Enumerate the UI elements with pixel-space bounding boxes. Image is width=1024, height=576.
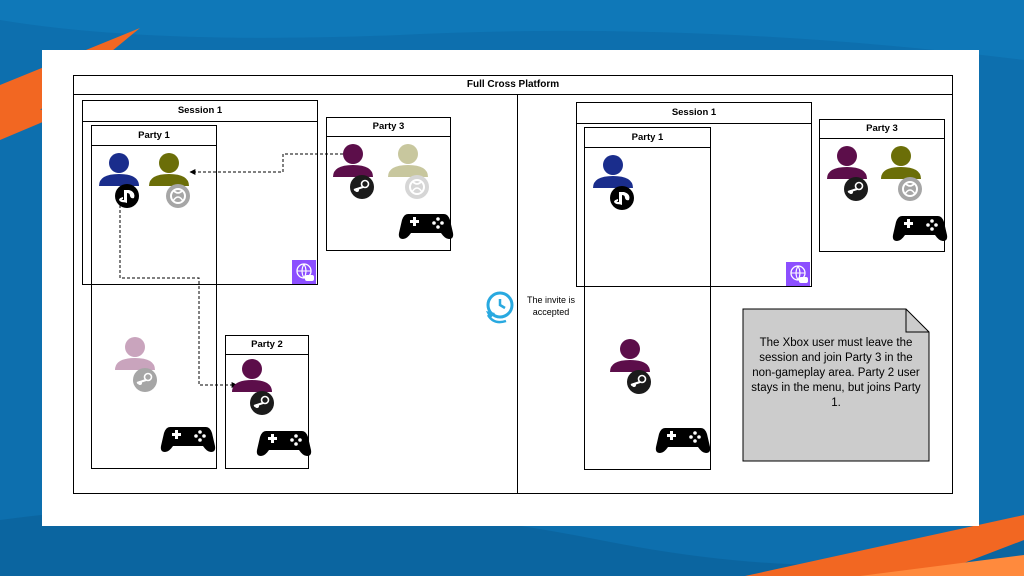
full-cross-platform-frame: Full Cross Platform [73,75,953,494]
divider-line [517,94,518,494]
note-text: The Xbox user must leave the session and… [751,337,921,409]
left-party-1: Party 1 [91,125,217,469]
right-party-3-label: Party 3 [820,120,944,139]
right-party-3: Party 3 [819,119,945,252]
right-party-1: Party 1 [584,127,711,470]
right-session-label: Session 1 [577,103,811,124]
right-session-1: Session 1 [576,102,812,287]
left-party-3: Party 3 [326,117,451,251]
left-party-1-label: Party 1 [92,126,216,146]
left-party-2-label: Party 2 [226,336,308,355]
left-session-label: Session 1 [83,101,317,122]
frame-title: Full Cross Platform [74,76,952,95]
left-party-3-label: Party 3 [327,118,450,137]
orange-stripe-bottom-right [745,515,1024,576]
left-party-2: Party 2 [225,335,309,469]
right-party-1-label: Party 1 [585,128,710,148]
transition-label: The invite is accepted [526,295,576,317]
